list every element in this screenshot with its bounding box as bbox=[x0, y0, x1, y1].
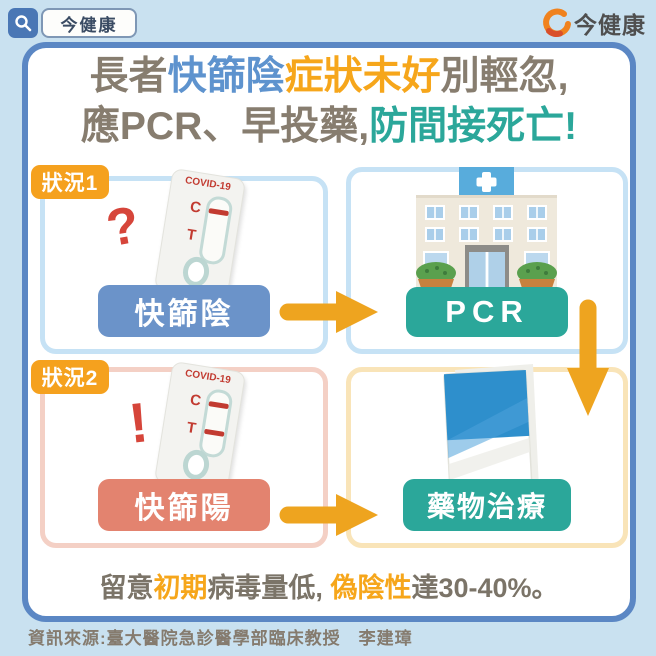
exclamation-mark-icon: ! bbox=[125, 390, 151, 455]
logo-icon bbox=[543, 8, 571, 37]
rapid-negative-pill: 快篩陰 bbox=[98, 285, 270, 337]
main-card: 長者快篩陰症狀未好別輕忽, 應PCR、早投藥,防間接死亡! 狀況1 狀況2 ? … bbox=[22, 42, 636, 622]
source-text: 資訊來源:臺大醫院急診醫學部臨床教授 李建璋 bbox=[28, 629, 413, 648]
title-line1: 長者快篩陰症狀未好別輕忽, bbox=[89, 55, 569, 98]
hospital-windows bbox=[425, 205, 547, 242]
page-title: 長者快篩陰症狀未好別輕忽, 應PCR、早投藥,防間接死亡! bbox=[28, 52, 630, 151]
rapid-test-cassette-positive: COVID-19 C T bbox=[153, 360, 247, 494]
cassette-label: COVID-19 bbox=[184, 175, 232, 194]
t-line bbox=[203, 428, 225, 437]
note-text: 留意初期病毒量低, 偽陰性達30-40%。 bbox=[99, 573, 559, 603]
rapid-positive-pill: 快篩陽 bbox=[98, 479, 270, 531]
panel-situation2: ! COVID-19 C T 快篩陽 bbox=[40, 360, 328, 548]
c-marker: C bbox=[188, 198, 203, 217]
t-marker: T bbox=[185, 419, 198, 438]
search-input[interactable]: 今健康 bbox=[41, 8, 137, 38]
header-search[interactable]: 今健康 bbox=[8, 8, 137, 38]
treatment-pill: 藥物治療 bbox=[403, 479, 571, 531]
medicine-box-icon bbox=[443, 364, 539, 500]
title-line2: 應PCR、早投藥,防間接死亡! bbox=[80, 104, 578, 148]
panel-situation1: ? COVID-19 C T 快篩陰 bbox=[40, 167, 328, 354]
brand-logo: 今健康 bbox=[540, 6, 646, 40]
cassette-label: COVID-19 bbox=[184, 368, 232, 387]
panel-pcr: PCR bbox=[346, 167, 628, 354]
search-icon[interactable] bbox=[8, 8, 38, 38]
c-line bbox=[208, 208, 229, 217]
badge-situation2: 狀況2 bbox=[31, 360, 109, 394]
c-line bbox=[208, 401, 229, 410]
rapid-test-cassette-negative: COVID-19 C T bbox=[153, 167, 247, 301]
hospital-icon bbox=[416, 167, 557, 291]
logo-label: 今健康 bbox=[574, 12, 646, 38]
arrow-down-icon bbox=[567, 299, 609, 416]
arrow-right-icon bbox=[279, 291, 378, 333]
pcr-pill: PCR bbox=[406, 287, 568, 337]
arrow-right-icon bbox=[279, 494, 378, 536]
t-marker: T bbox=[185, 226, 198, 245]
result-window bbox=[197, 194, 234, 267]
result-window bbox=[197, 387, 234, 460]
c-marker: C bbox=[188, 391, 203, 410]
question-mark-icon: ? bbox=[102, 195, 144, 259]
badge-situation1: 狀況1 bbox=[31, 165, 109, 199]
